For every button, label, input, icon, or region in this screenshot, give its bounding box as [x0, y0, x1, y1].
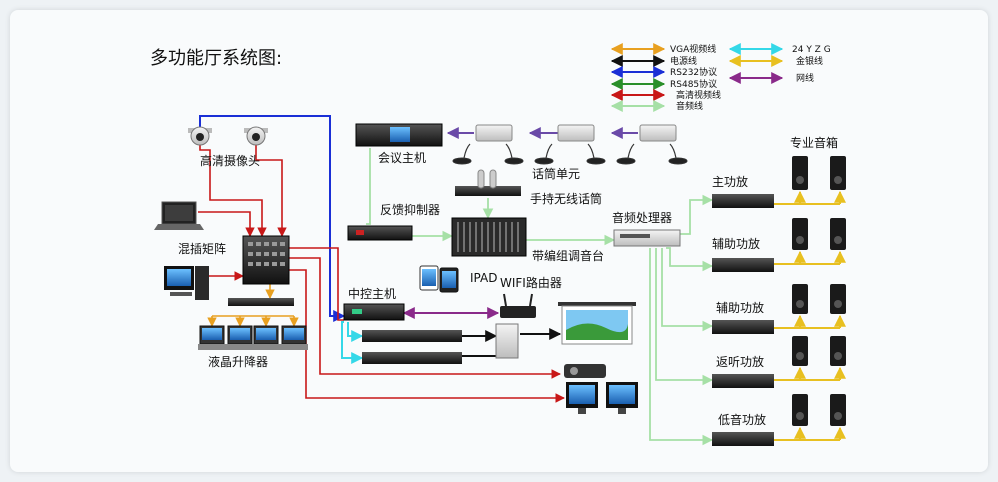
central-label: 中控主机: [348, 286, 396, 301]
svg-text:RS485协议: RS485协议: [670, 78, 717, 90]
power-sequencer-1: [362, 330, 462, 342]
audio-proc-aux1-line: [666, 247, 714, 272]
svg-text:网线: 网线: [796, 72, 814, 84]
speaker-cones: [796, 176, 842, 420]
laptop: [154, 201, 204, 230]
aux-amp-1: [712, 258, 774, 272]
cyan-central-line1: [341, 321, 364, 364]
svg-text:电源线: 电源线: [670, 55, 697, 67]
vga-distributor: [228, 298, 294, 306]
camera-1: [188, 126, 212, 146]
processor-label: 音频处理器: [612, 210, 672, 225]
audio-proc-aux2-line: [661, 248, 714, 332]
projection-screen: [558, 302, 636, 345]
mic-unit-label: 话筒单元: [532, 166, 580, 181]
bass-amp: [712, 432, 774, 446]
aux-amp1-label: 辅助功放: [712, 236, 760, 251]
wifi-router: [500, 293, 536, 318]
connections: [198, 115, 846, 446]
feedback-suppressor: [347, 225, 413, 241]
monitor-amp: [712, 374, 774, 388]
diagram-title: 多功能厅系统图:: [150, 48, 282, 69]
camera-label: 高清摄像头: [200, 153, 260, 168]
wifi-label: WIFI路由器: [500, 275, 562, 290]
audio-proc-main-line: [672, 194, 714, 235]
svg-text:RS232协议: RS232协议: [670, 66, 717, 78]
wireless-mic-label: 手持无线话筒: [530, 191, 602, 206]
aux-amp-2: [712, 320, 774, 334]
hybrid-matrix: [242, 235, 290, 285]
bass-amp-label: 低音功放: [718, 412, 766, 427]
hd-laptop-line: [198, 211, 255, 237]
hd-camera2-line: [255, 142, 287, 237]
legend-item-24yzg: 24 Y Z G: [728, 43, 831, 55]
legend-item-rs232: RS232协议: [610, 66, 717, 78]
speakers-label: 专业音箱: [790, 135, 838, 150]
hd-camera1-line: [199, 142, 267, 237]
monitor-amp-label: 返听功放: [716, 354, 764, 369]
legend-item-gold-silver: 金银线: [728, 55, 823, 67]
conf-host-label: 会议主机: [378, 151, 426, 165]
conference-host: [355, 123, 443, 147]
svg-text:音频线: 音频线: [676, 100, 703, 112]
central-control-host: [343, 303, 405, 321]
audio-proc-bass-line: [649, 248, 714, 446]
mic-base-units: [475, 124, 677, 142]
mixer-label: 带编组调音台: [532, 248, 604, 263]
wireless-mic: [455, 169, 521, 196]
legend-item-audio: 音频线: [610, 100, 703, 112]
projector: [564, 364, 606, 378]
camera-2: [244, 126, 268, 146]
hd-matrix-central-line: [288, 247, 344, 321]
main-amp-label: 主功放: [712, 174, 748, 189]
power-sequencer-2: [362, 352, 462, 364]
legend-item-rs485: RS485协议: [610, 78, 717, 90]
svg-text:24 Y Z G: 24 Y Z G: [792, 45, 831, 55]
lcd-lifts: [198, 325, 308, 350]
svg-text:高清视频线: 高清视频线: [676, 89, 721, 101]
hd-matrix-proj-line: [288, 257, 561, 379]
audio-processor: [613, 229, 681, 247]
relay-box: [495, 323, 519, 359]
legend: VGA视频线 电源线 RS232协议 RS485协议 高清视频线 音频线 24 …: [610, 43, 831, 112]
mixing-console: [451, 217, 527, 257]
svg-text:VGA视频线: VGA视频线: [670, 43, 716, 55]
monitors: [566, 382, 638, 414]
amplifiers: [712, 194, 774, 446]
legend-item-hd-video: 高清视频线: [610, 89, 721, 101]
rs232-camera-line: [199, 115, 346, 322]
gooseneck-mics: [452, 143, 688, 165]
svg-text:金银线: 金银线: [796, 55, 823, 67]
feedback-label: 反馈抑制器: [380, 202, 440, 217]
legend-item-power: 电源线: [610, 55, 697, 67]
audio-conf-feedback-line: [366, 148, 371, 225]
matrix-label: 混插矩阵: [178, 242, 226, 256]
audio-proc-monitor-line: [655, 248, 714, 386]
ipad-label: IPAD: [470, 271, 497, 285]
ipads: [419, 265, 459, 293]
speakers: [792, 156, 846, 426]
desktop-pc: [164, 266, 209, 300]
legend-item-vga: VGA视频线: [610, 43, 716, 55]
lcd-lift-label: 液晶升降器: [208, 354, 268, 369]
main-amp: [712, 194, 774, 208]
aux-amp2-label: 辅助功放: [716, 300, 764, 315]
legend-item-network: 网线: [728, 72, 814, 84]
cyan-central-line2: [347, 322, 364, 342]
